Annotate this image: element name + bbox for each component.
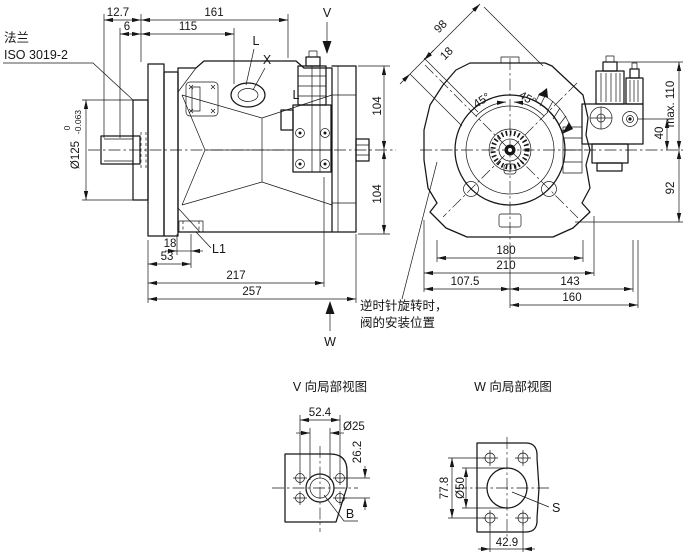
port-l-label: L: [253, 34, 260, 48]
dim-92: 92: [665, 182, 677, 195]
detail-w-title: W 向局部视图: [474, 379, 552, 394]
dim-160: 160: [562, 292, 581, 304]
dim-40: 40: [654, 127, 666, 140]
detail-view-w: W 向局部视图 77.8 Ø50 42.9 S: [439, 379, 560, 552]
detail-v-port: [305, 473, 335, 503]
port-l1-label: L1: [212, 242, 226, 256]
rotation-note-line2: 阀的安装位置: [360, 315, 435, 330]
port-l1-flange: [178, 220, 204, 233]
dim-53: 53: [161, 251, 174, 263]
port-l-oval: [230, 82, 266, 108]
dim-42-9: 42.9: [496, 537, 518, 549]
detail-v-title: V 向局部视图: [293, 379, 367, 394]
dim-12-7: 12.7: [107, 7, 129, 19]
rotation-note-line1: 逆时针旋转时，: [360, 298, 448, 313]
dim-dia125-tol-hi: 0: [62, 125, 72, 130]
valve-block: [562, 55, 644, 174]
dim-98: 98: [432, 18, 450, 36]
view-v-label: V: [323, 6, 332, 20]
detail-v-dims: 52.4 Ø25 26.2 B: [296, 407, 370, 522]
dim-dia25: Ø25: [343, 421, 365, 433]
rear-flange-dims: 104 104: [358, 65, 390, 235]
dim-210: 210: [496, 260, 515, 272]
dim-104-bottom: 104: [372, 184, 384, 204]
front-bottom-dims: 180 210 107.5 143 160: [423, 216, 639, 308]
pump-housing: [177, 60, 370, 233]
port-x-leader: [252, 67, 266, 91]
detail-w-centerlines: [455, 437, 550, 540]
rotation-wedge: [535, 88, 573, 134]
dim-217: 217: [226, 270, 245, 282]
side-view: 法兰 ISO 3019-2 12.7 161 6 115 Ø125 0 -0.0…: [3, 6, 396, 349]
dim-115: 115: [179, 21, 197, 33]
flange-note-line2: ISO 3019-2: [4, 48, 68, 62]
dim-180: 180: [496, 245, 515, 257]
detail-w-plate: [476, 442, 540, 533]
shaft-pilot-dim: Ø125 0 -0.063: [62, 99, 133, 201]
dim-107-5: 107.5: [451, 276, 480, 288]
front-view: 45° 45° 98 18: [360, 3, 683, 330]
view-w-label: W: [324, 335, 336, 349]
angle-45-right: 45°: [516, 89, 537, 108]
detail-w-dims: 77.8 Ø50 42.9 S: [439, 457, 560, 552]
dim-6: 6: [124, 21, 130, 33]
dim-143: 143: [560, 276, 579, 288]
port-x-label: X: [263, 53, 272, 67]
dim-dia125: Ø125: [70, 141, 82, 169]
dim-18-diag: 18: [438, 45, 456, 63]
dim-77-8: 77.8: [439, 477, 451, 499]
detail-v-bolt-holes: [293, 471, 347, 505]
detail-view-v: V 向局部视图 52.4 Ø25 26.2 B: [272, 379, 370, 532]
top-square-port: [185, 81, 219, 117]
dim-104-top: 104: [372, 96, 384, 116]
port-s-label: S: [552, 501, 560, 515]
view-v-arrow: V: [322, 6, 332, 54]
dim-dia50: Ø50: [455, 477, 467, 499]
flange-note-leader: [3, 62, 134, 101]
port-l-side-label: L: [293, 88, 300, 102]
front-housing-outline: [423, 62, 591, 238]
side-view-top-dims: 12.7 161 6 115: [103, 7, 289, 138]
top-boss: [500, 56, 520, 64]
dim-18: 18: [164, 238, 177, 250]
bottom-port-boss: [498, 213, 522, 228]
flange-note-line1: 法兰: [4, 31, 29, 45]
port-b-label: B: [346, 507, 354, 521]
control-valve-side: [280, 50, 332, 173]
view-w-arrow: W: [324, 301, 336, 349]
front-centerlines-diag: [424, 64, 579, 219]
detail-v-plate: [284, 453, 348, 523]
dim-dia125-tol-lo: -0.063: [73, 110, 83, 134]
dim-257: 257: [242, 286, 261, 298]
port-l1-leader: [195, 231, 212, 249]
dim-26-2: 26.2: [352, 441, 364, 463]
dim-52-4: 52.4: [309, 407, 332, 419]
front-right-dims: max. 110 40 92: [575, 61, 683, 223]
port-l-leader: [245, 48, 255, 86]
note-leader: [401, 161, 438, 300]
side-view-bottom-dims: 18 53 217 257: [147, 177, 357, 303]
detail-v-centerlines: [272, 446, 358, 532]
dim-161: 161: [204, 7, 223, 19]
dim-max110: max. 110: [665, 81, 677, 127]
